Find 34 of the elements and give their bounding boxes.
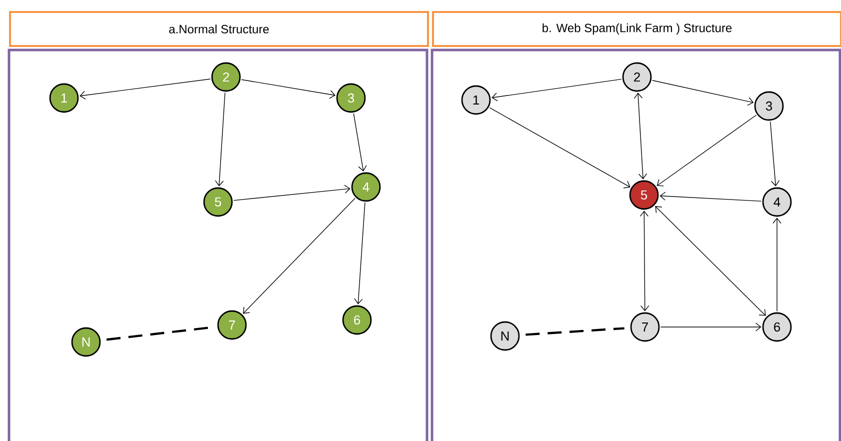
arrow	[233, 184, 350, 201]
graph-node: 5	[629, 180, 659, 210]
arrow	[660, 322, 762, 332]
graph-node: 1	[461, 85, 491, 115]
arrow	[492, 78, 622, 102]
graph-node: 6	[762, 312, 792, 342]
graph-node: 2	[211, 62, 241, 92]
arrow	[655, 206, 766, 316]
graph-node: 2	[622, 62, 652, 92]
arrow	[640, 210, 650, 312]
arrow	[80, 78, 211, 100]
graph-node: 3	[754, 91, 784, 121]
arrow	[242, 198, 356, 314]
arrow	[656, 114, 757, 186]
graph-node: 3	[336, 83, 366, 113]
arrow	[634, 92, 648, 180]
graph-node: 4	[351, 172, 381, 202]
graph-node: N	[71, 327, 101, 357]
graph-node: 4	[762, 187, 792, 217]
graph-node: 6	[342, 305, 372, 335]
arrow	[215, 92, 226, 186]
graph-node: 7	[217, 310, 247, 340]
graph-node: 7	[630, 312, 660, 342]
arrow	[354, 202, 366, 304]
graph-node: 5	[203, 187, 233, 217]
arrow	[770, 121, 780, 186]
arrow	[660, 192, 762, 202]
graph-node: N	[490, 321, 520, 351]
arrow	[772, 218, 782, 312]
arrow	[353, 113, 367, 172]
graph-node: 1	[49, 83, 79, 113]
arrow	[241, 79, 336, 99]
arrow	[489, 107, 630, 188]
arrow	[652, 80, 754, 106]
